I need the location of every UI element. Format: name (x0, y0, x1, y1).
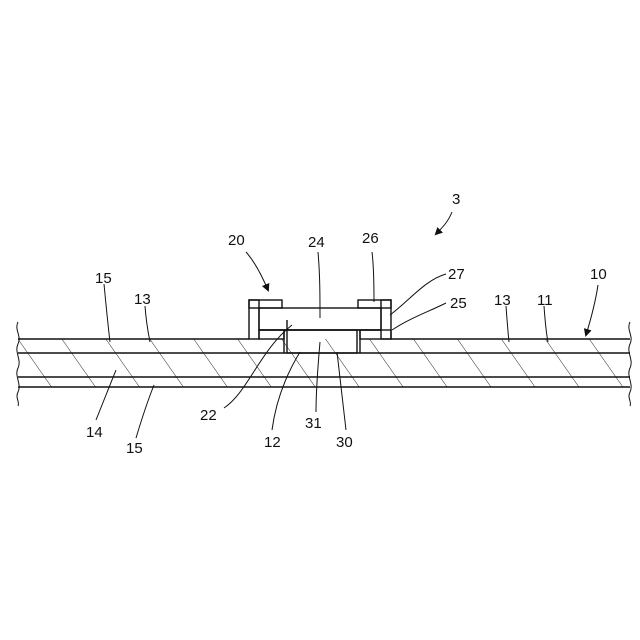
label-31: 31 (305, 415, 322, 432)
label-26: 26 (362, 230, 379, 247)
label-22: 22 (200, 407, 217, 424)
left-top-pad (249, 300, 282, 308)
label-12: 12 (264, 434, 281, 451)
label-13-right: 13 (494, 292, 511, 309)
label-27: 27 (448, 266, 465, 283)
component-right-wall (381, 300, 391, 339)
left-mount (259, 330, 284, 339)
leader-lines (96, 212, 598, 438)
label-24: 24 (308, 234, 325, 251)
label-10: 10 (590, 266, 607, 283)
component-left-wall (249, 300, 259, 339)
label-15-bottom: 15 (126, 440, 143, 457)
label-20: 20 (228, 232, 245, 249)
core-layer (18, 353, 630, 377)
label-3: 3 (452, 191, 460, 208)
right-top-pad (358, 300, 391, 308)
label-14: 14 (86, 424, 103, 441)
label-11: 11 (537, 292, 553, 309)
label-13-left: 13 (134, 291, 151, 308)
reference-labels: 3 20 24 26 27 25 10 15 13 13 11 14 15 22… (86, 191, 607, 457)
label-15-top: 15 (95, 270, 112, 287)
label-25: 25 (450, 295, 467, 312)
label-30: 30 (336, 434, 353, 451)
right-mount (360, 330, 391, 339)
